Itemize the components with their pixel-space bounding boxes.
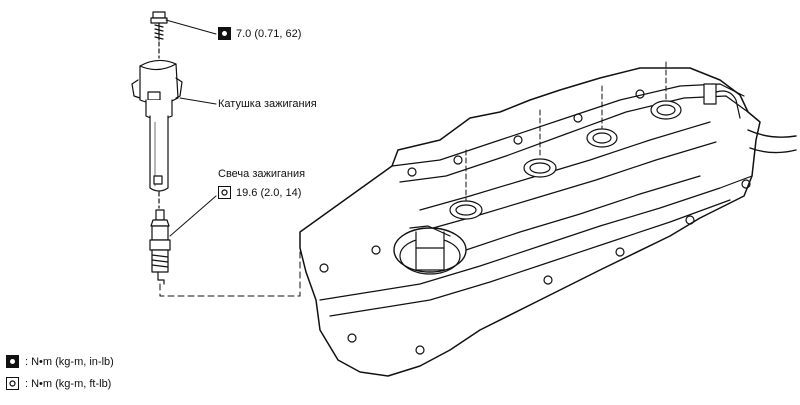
legend-item-inlb: : N•m (kg-m, in-lb) [6,355,114,368]
torque-wrench-ftlb-icon [218,186,231,199]
torque-wrench-inlb-icon [218,27,231,40]
torque-wrench-inlb-icon [6,355,19,368]
valve-cover-drawing [299,61,797,377]
ignition-coil-label: Катушка зажигания [218,98,317,110]
legend-text-inlb: : N•m (kg-m, in-lb) [25,355,114,368]
legend-item-ftlb: : N•m (kg-m, ft-lb) [6,377,111,390]
plug-well-4 [650,61,682,120]
plug-well-3 [586,85,618,148]
bolt-torque-value: 7.0 (0.71, 62) [236,27,302,40]
torque-wrench-ftlb-icon [6,377,19,390]
bolt-torque-spec: 7.0 (0.71, 62) [218,27,301,40]
legend-text-ftlb: : N•m (kg-m, ft-lb) [25,377,112,390]
plug-torque-spec: 19.6 (2.0, 14) [218,186,301,199]
spark-plug-drawing [149,209,171,285]
spark-plug-label: Свеча зажигания [218,168,306,180]
bolt-drawing [150,11,168,59]
ignition-coil-drawing [131,59,183,209]
plug-torque-value: 19.6 (2.0, 14) [236,186,302,199]
plug-well-2 [523,109,557,178]
plug-well-1 [449,149,483,220]
